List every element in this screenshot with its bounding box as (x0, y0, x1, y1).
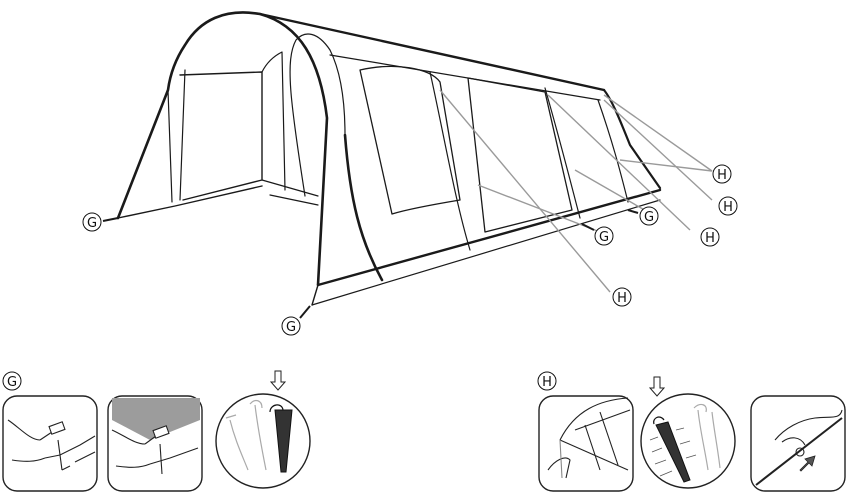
svg-text:G: G (7, 375, 17, 390)
svg-text:H: H (705, 231, 715, 246)
callout-h-2: H (718, 196, 738, 216)
svg-text:G: G (599, 230, 609, 245)
callout-g-rear: G (639, 206, 659, 226)
guy-lines (439, 89, 713, 293)
callout-h-bottom: H (612, 287, 632, 307)
callout-h-3: H (700, 227, 720, 247)
svg-text:G: G (286, 320, 296, 335)
svg-text:H: H (617, 291, 627, 306)
svg-text:H: H (717, 168, 727, 183)
h-panel-tension (750, 395, 846, 492)
svg-text:H: H (542, 375, 552, 390)
svg-text:H: H (723, 200, 733, 215)
svg-text:G: G (87, 216, 97, 231)
down-arrow-icon (269, 370, 287, 391)
callout-g-side: G (594, 226, 614, 246)
h-panel-peg-types (640, 393, 736, 489)
peg-marks (102, 209, 639, 319)
tent-illustration (116, 11, 662, 306)
legend-h-heading: H (537, 371, 557, 391)
svg-text:G: G (644, 210, 654, 225)
g-panel-hammer-peg (2, 395, 98, 492)
g-panel-hammer-groundsheet (107, 395, 203, 492)
g-panel-peg-types (215, 393, 311, 489)
legend-g-heading: G (2, 371, 22, 391)
push-arrow-icon (799, 455, 816, 472)
callout-h-1: H (712, 164, 732, 184)
callout-g-front: G (281, 316, 301, 336)
callout-g-left: G (82, 212, 102, 232)
down-arrow-icon (648, 376, 666, 397)
h-panel-guy-line (538, 395, 634, 492)
